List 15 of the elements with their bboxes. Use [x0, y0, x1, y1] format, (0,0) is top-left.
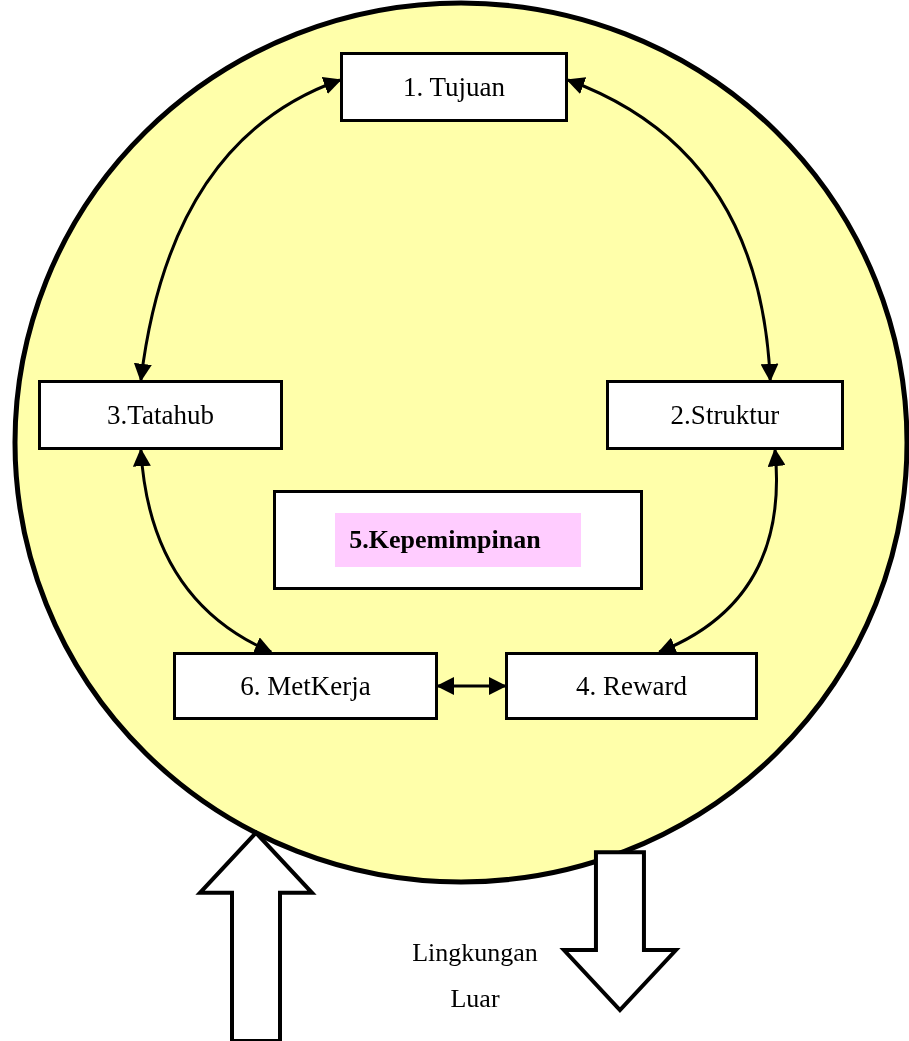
- process-box: 2.Struktur: [606, 380, 844, 450]
- highlight-box: [273, 490, 643, 590]
- process-box: 3.Tatahub: [38, 380, 283, 450]
- double-arrow: [657, 448, 785, 654]
- node-label: 5.Kepemimpinan: [335, 513, 581, 567]
- block-arrow: [195, 829, 317, 1041]
- double-arrow: [134, 77, 342, 382]
- process-box: 4. Reward: [505, 652, 758, 720]
- block-arrow: [559, 850, 681, 1013]
- double-arrow: [436, 677, 507, 695]
- process-box: 6. MetKerja: [173, 652, 438, 720]
- caption-text: Lingkungan Luar: [411, 937, 539, 1015]
- process-box: 1. Tujuan: [340, 52, 568, 122]
- double-arrow: [133, 448, 273, 654]
- double-arrow: [566, 77, 778, 382]
